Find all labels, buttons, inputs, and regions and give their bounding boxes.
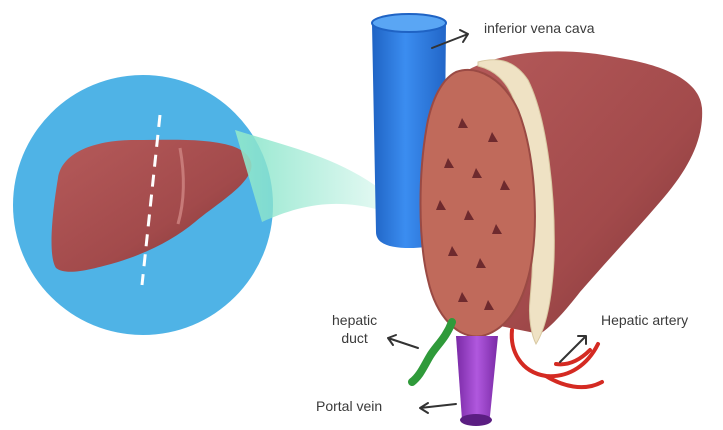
arrow-hepatic-duct (388, 335, 418, 348)
label-hepatic-artery: Hepatic artery (601, 311, 688, 329)
portal-vein (456, 336, 498, 423)
label-hepatic-duct-line1: hepatic (332, 311, 377, 329)
inset-circle-group (13, 75, 273, 335)
label-hepatic-duct: hepatic duct (332, 311, 377, 347)
label-hepatic-duct-line2: duct (332, 329, 377, 347)
label-portal-vein: Portal vein (316, 397, 382, 415)
hepatic-duct (412, 322, 452, 382)
cut-section-face (421, 70, 535, 336)
portal-vein-opening (460, 414, 492, 426)
large-liver (421, 51, 703, 344)
label-inferior-vena-cava: inferior vena cava (484, 19, 595, 37)
arrow-portal-vein (420, 403, 456, 413)
hepatic-artery (512, 330, 602, 387)
